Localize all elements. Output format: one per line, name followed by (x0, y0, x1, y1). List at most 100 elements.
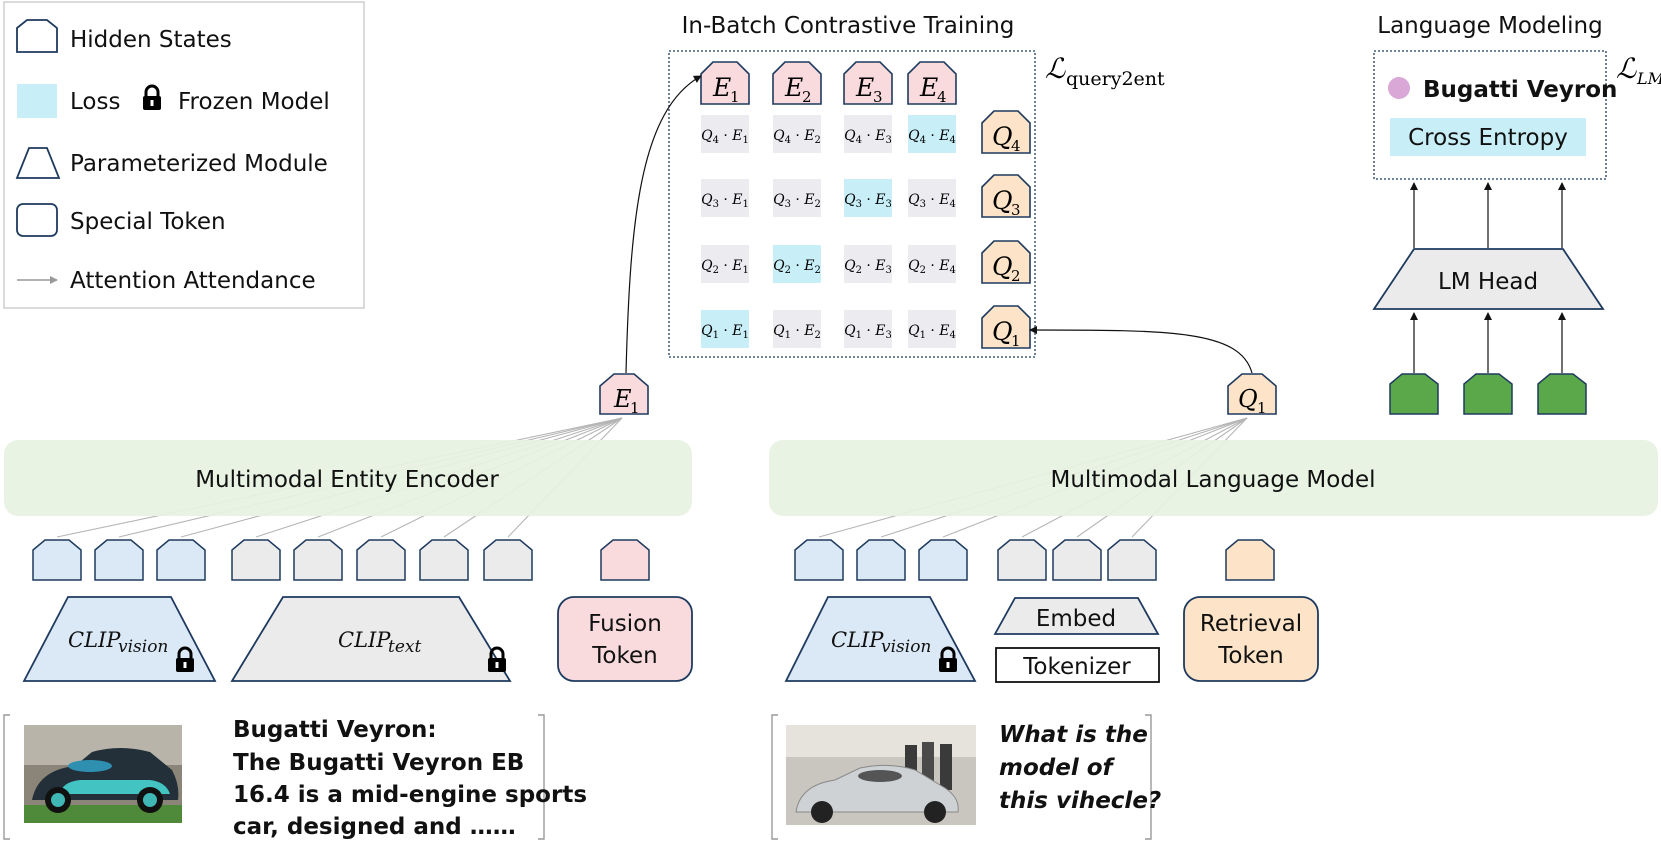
query-token-sub: 2 (1011, 267, 1021, 285)
query-token-base: Q (992, 317, 1013, 346)
similarity-cell-bg (773, 115, 821, 153)
contrastive-loss-sub: query2ent (1066, 68, 1165, 90)
fusion-token-line1: Fusion (588, 611, 662, 637)
clip-text-module (230, 596, 512, 682)
similarity-cell: Q3 · E4 (908, 179, 956, 217)
legend-frame (3, 1, 365, 309)
similarity-cell-label: Q3 · E3 (844, 192, 892, 210)
entity-encoder-label: Multimodal Entity Encoder (195, 467, 499, 493)
cross-entropy-label: Cross Entropy (1408, 125, 1568, 151)
entity-token-shape (843, 61, 893, 105)
similarity-cell: Q4 · E1 (701, 115, 749, 153)
lm-loss-symbol: ℒ (1616, 52, 1637, 85)
clip-text-base: CLIP (338, 628, 391, 652)
similarity-cell-label: Q1 · E2 (773, 323, 821, 341)
similarity-cell: Q2 · E3 (844, 245, 892, 283)
lm-title: Language Modeling (1377, 13, 1602, 39)
contrastive-panel: In-Batch Contrastive Training ℒ query2en… (668, 13, 1165, 358)
entity-car-image (24, 725, 182, 823)
query-token-base: Q (992, 252, 1013, 281)
q-vision-hidden-state-3 (918, 539, 968, 581)
vision-hidden-state-2 (94, 539, 144, 581)
similarity-cell-label: Q3 · E4 (908, 192, 956, 210)
similarity-cell: Q3 · E2 (773, 179, 821, 217)
entity-caption-line2: The Bugatti Veyron EB (233, 750, 524, 776)
clip-vision-sub: vision (118, 637, 168, 657)
retrieval-token-line2: Token (1217, 643, 1283, 669)
q-clip-vision-sub: vision (881, 637, 931, 657)
query-token-shape (981, 174, 1031, 218)
similarity-cell: Q2 · E1 (701, 245, 749, 283)
lm-hidden-state-3 (1537, 373, 1587, 415)
similarity-cell-bg (844, 245, 892, 283)
query-token-2: Q2 (981, 240, 1031, 285)
entity-branch: Multimodal Entity Encoder E 1 CLIP visio… (3, 373, 693, 840)
lm-loss-sub: LM (1636, 69, 1661, 88)
answer-dot (1388, 77, 1410, 99)
query-token-1: Q1 (981, 305, 1031, 350)
question-line2: model of (999, 755, 1116, 781)
similarity-cell: Q2 · E4 (908, 245, 956, 283)
entity-token-sub: 1 (730, 88, 740, 106)
similarity-cell-bg (701, 310, 749, 348)
q-text-hidden-state-2 (1052, 539, 1102, 581)
lm-frame (1373, 50, 1607, 180)
text-hidden-state-5 (483, 539, 533, 581)
q1-base: Q (1238, 385, 1258, 413)
entity-input-bracket-left (3, 714, 10, 840)
similarity-cell: Q1 · E3 (844, 310, 892, 348)
entity-token-4: E4 (907, 61, 957, 106)
similarity-cell: Q3 · E1 (701, 179, 749, 217)
entity-token-shape (772, 61, 822, 105)
clip-text-sub: text (388, 637, 421, 657)
similarity-cell: Q1 · E4 (908, 310, 956, 348)
lm-hidden-state-2 (1463, 373, 1513, 415)
similarity-cell-bg (908, 310, 956, 348)
entity-token-1: E1 (700, 61, 750, 106)
similarity-cell-bg (701, 179, 749, 217)
legend-special-token-swatch (16, 203, 58, 237)
e1-to-grid-arrow (625, 75, 702, 374)
question-line1: What is the (999, 722, 1148, 748)
similarity-cell-label: Q2 · E4 (908, 258, 956, 276)
contrastive-title: In-Batch Contrastive Training (682, 13, 1015, 39)
text-hidden-state-2 (293, 539, 343, 581)
similarity-cell-label: Q4 · E1 (701, 128, 749, 146)
similarity-cell-label: Q3 · E1 (701, 192, 749, 210)
entity-encoder-band (4, 440, 692, 516)
query-input-bracket-right (1145, 714, 1152, 840)
contrastive-loss-label: ℒ query2ent (1045, 52, 1165, 90)
text-hidden-state-3 (356, 539, 406, 581)
similarity-cell: Q2 · E2 (773, 245, 821, 283)
legend-loss-swatch (17, 84, 57, 118)
similarity-cell-label: Q1 · E4 (908, 323, 956, 341)
q1-to-grid-arrow (1029, 326, 1253, 374)
similarity-cell: Q1 · E1 (701, 310, 749, 348)
query-car-image (786, 725, 976, 825)
entity-token-base: E (712, 73, 731, 102)
lock-icon (486, 646, 508, 674)
query-token-sub: 4 (1011, 137, 1021, 155)
entity-token-base: E (784, 73, 803, 102)
legend-special-token-label: Special Token (70, 209, 226, 235)
entity-token-shape (700, 61, 750, 105)
tokenizer-label: Tokenizer (1022, 654, 1131, 680)
q-clip-vision-base: CLIP (831, 628, 884, 652)
e1-sub: 1 (630, 399, 640, 417)
q-text-hidden-state-3 (1107, 539, 1157, 581)
clip-vision-module (22, 596, 217, 682)
query-token-shape (981, 305, 1031, 349)
q1-sub: 1 (1257, 399, 1267, 417)
entity-output-token (599, 373, 649, 415)
legend-loss-label: Loss (70, 89, 120, 115)
entity-token-2: E2 (772, 61, 822, 106)
similarity-cell: Q3 · E3 (844, 179, 892, 217)
similarity-cell-label: Q4 · E3 (844, 128, 892, 146)
entity-token-shape (907, 61, 957, 105)
similarity-cell-bg (844, 179, 892, 217)
retrieval-token (1183, 596, 1319, 682)
q-clip-vision-module (784, 596, 977, 682)
similarity-cell-label: Q2 · E3 (844, 258, 892, 276)
